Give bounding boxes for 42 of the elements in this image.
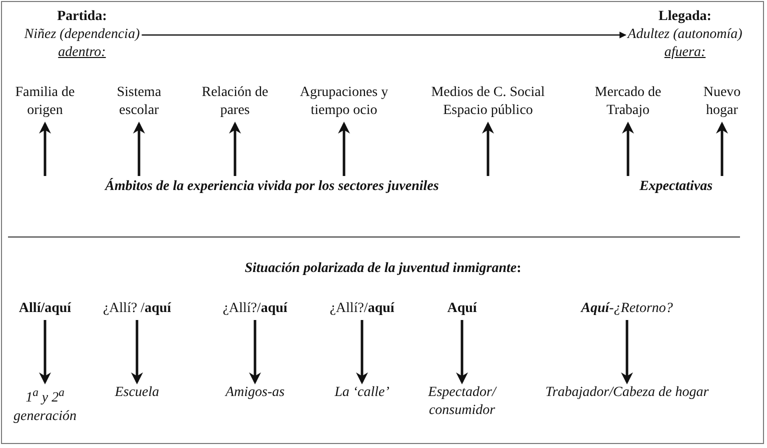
- label-text: La ‘calle’: [334, 384, 390, 402]
- section-heading: Situación polarizada de la juventud inmigrante:: [244, 260, 522, 278]
- heading: Llegada:: [658, 8, 712, 26]
- label-text: Allí/aquí: [18, 300, 72, 318]
- arrow: [456, 320, 468, 384]
- subheading: Niñez (dependencia): [24, 26, 140, 44]
- label-text: Mercado de Trabajo: [594, 84, 662, 120]
- label-text: Aquí-¿Retorno?: [581, 300, 673, 318]
- label-text: 1$^{a}$ y 2$^{a}$ generación: [12, 385, 78, 426]
- arrow: [482, 122, 494, 176]
- arrow: [621, 320, 633, 384]
- label-text: Agrupaciones y tiempo ocio: [298, 84, 390, 120]
- section-label: Ámbitos de la experiencia vivida por los sectores juveniles: [104, 178, 440, 196]
- arrow: [338, 122, 350, 176]
- label-text: Amigos-as: [225, 384, 285, 402]
- label-text: ¿Allí?/aquí: [222, 300, 288, 318]
- arrow: [131, 320, 143, 384]
- arrow: [229, 122, 241, 176]
- label-text: afuera:: [663, 44, 707, 62]
- label-text: Escuela: [114, 384, 160, 402]
- label-text: ¿Allí? /aquí: [102, 300, 172, 318]
- arrow: [142, 32, 626, 38]
- label-text: Medios de C. Social Espacio público: [430, 84, 546, 120]
- arrow: [39, 320, 51, 384]
- label-text: Relación de pares: [200, 84, 270, 120]
- label-text: Trabajador/Cabeza de hogar: [545, 384, 709, 402]
- label-text: ¿Allí?/aquí: [330, 300, 394, 318]
- label-text: Familia de origen: [14, 84, 76, 120]
- arrow: [39, 122, 51, 176]
- arrow: [622, 122, 634, 176]
- label-text: Espectador/ consumidor: [427, 384, 498, 420]
- arrow: [356, 320, 368, 384]
- heading: Partida:: [56, 8, 108, 26]
- arrow: [716, 122, 728, 176]
- arrow: [133, 122, 145, 176]
- label-text: Sistema escolar: [116, 84, 162, 120]
- label-text: Aquí: [447, 300, 477, 318]
- section-label: Expectativas: [638, 178, 714, 196]
- label-text: adentro:: [57, 44, 107, 62]
- label-text: Nuevo hogar: [702, 84, 742, 120]
- arrow: [249, 320, 261, 384]
- subheading: Adultez (autonomía): [628, 26, 742, 44]
